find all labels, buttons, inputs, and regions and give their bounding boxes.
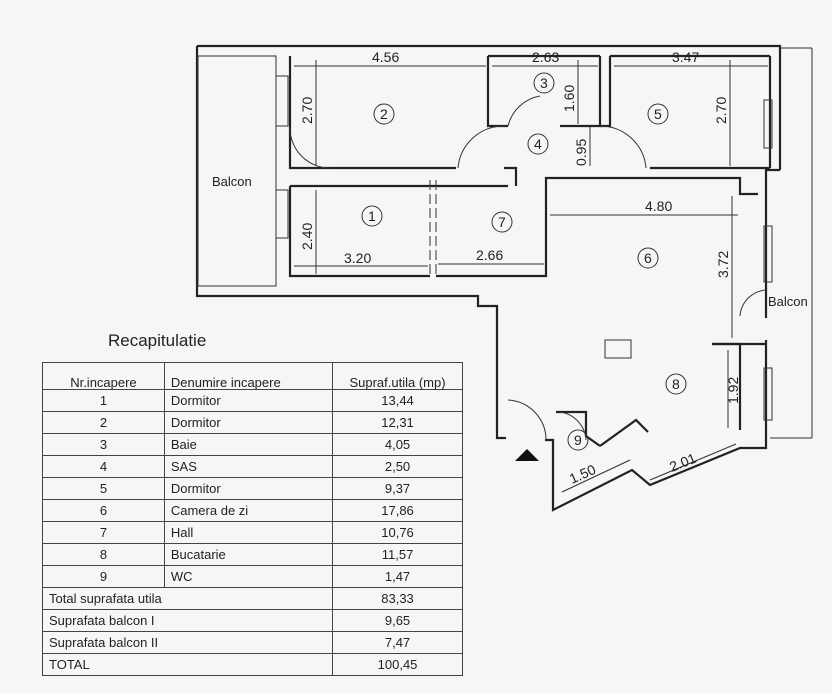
dim-room5-height: 2.70 — [713, 97, 729, 124]
dim-room2-width: 4.56 — [372, 49, 399, 65]
interior-walls — [288, 54, 772, 447]
left-balcony — [197, 55, 289, 287]
room-number-5: 5 — [654, 106, 662, 122]
header-name: Denumire incapere — [163, 362, 334, 390]
door-room5 — [599, 125, 647, 169]
door-entry — [507, 399, 547, 441]
doors — [289, 95, 773, 441]
room-number-4: 4 — [534, 136, 542, 152]
entrance-arrow-icon — [515, 449, 539, 461]
door-wc — [559, 411, 587, 441]
door-balcony-right — [739, 289, 767, 317]
room-number-3: 3 — [540, 75, 548, 91]
balcony-left-label: Balcon — [212, 174, 252, 189]
dim-room1-height: 2.40 — [299, 223, 315, 250]
dim-room3-width: 2.63 — [532, 49, 559, 65]
dim-room1-width: 3.20 — [344, 250, 371, 266]
room-number-8: 8 — [672, 376, 680, 392]
dim-room6-width: 4.80 — [645, 198, 672, 214]
dim-hall-width: 2.66 — [476, 247, 503, 263]
dimension-lines — [294, 60, 768, 493]
dim-room2-height: 2.70 — [299, 97, 315, 124]
dim-sas-height: 0.95 — [573, 139, 589, 166]
dimension-labels: 4.56 2.70 2.63 1.60 3.47 2.70 0.95 2.40 … — [299, 49, 741, 487]
recap-table: Nr.incapere Denumire incapere Supraf.uti… — [41, 362, 463, 676]
recap-title: Recapitulatie — [108, 331, 207, 350]
door-room2 — [289, 127, 331, 169]
room-numbers: 1 2 3 4 5 6 7 8 9 — [361, 72, 687, 451]
dim-room3-height: 1.60 — [561, 85, 577, 112]
table-header-row: Nr.incapere Denumire incapere Supraf.uti… — [42, 362, 463, 390]
room-number-9: 9 — [574, 432, 582, 448]
outer-walls — [195, 44, 813, 512]
header-area: Supraf.utila (mp) — [332, 362, 463, 390]
room-number-2: 2 — [380, 106, 388, 122]
balcony-right-label: Balcon — [768, 294, 808, 309]
room-number-7: 7 — [498, 214, 506, 230]
door-bath — [507, 95, 541, 127]
room-number-6: 6 — [644, 250, 652, 266]
room-number-1: 1 — [368, 208, 376, 224]
dim-room5-width: 3.47 — [672, 49, 699, 65]
dim-room6-height: 3.72 — [715, 251, 731, 278]
door-sas — [457, 125, 505, 169]
header-nr: Nr.incapere — [42, 362, 165, 390]
dim-room8-height: 1.92 — [725, 377, 741, 404]
